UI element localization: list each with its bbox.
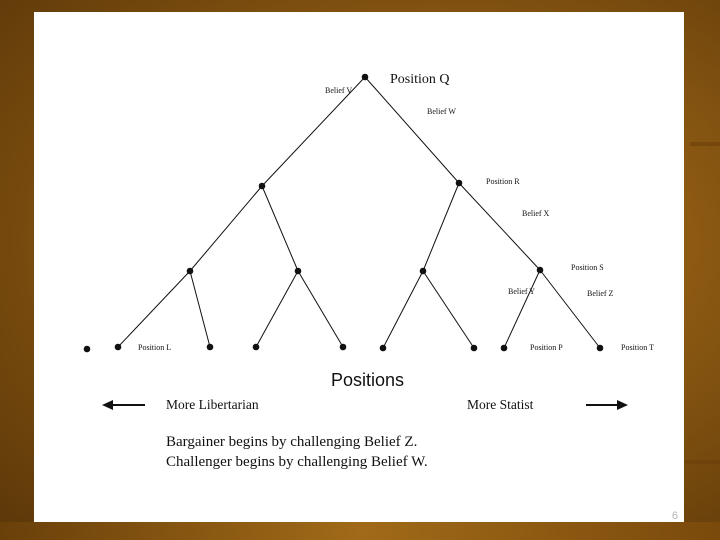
decorative-bar-bottom xyxy=(684,460,720,464)
node-leaf-i xyxy=(470,344,478,352)
right-arrowhead-icon xyxy=(617,400,628,410)
node-position-s xyxy=(536,266,544,274)
node-leaf-g xyxy=(339,343,347,351)
edge-b-l xyxy=(117,270,191,348)
edge-r-s xyxy=(458,182,541,271)
slide xyxy=(34,12,684,522)
node-position-t xyxy=(596,344,604,352)
edge-a-c xyxy=(261,185,299,272)
node-leaf-e xyxy=(206,343,214,351)
tree-edges xyxy=(117,76,601,349)
label-position-l: Position L xyxy=(138,343,171,352)
node-leaf-far-left xyxy=(83,345,91,353)
edge-q-left xyxy=(261,76,366,187)
bottom-decoration xyxy=(0,522,720,540)
tree-nodes xyxy=(83,73,604,353)
tree-labels: Position Q Belief V Belief W Position R … xyxy=(138,72,654,352)
node-position-q xyxy=(361,73,369,81)
node-level1-left xyxy=(258,182,266,190)
positions-axis-title: Positions xyxy=(331,370,404,390)
node-leaf-f xyxy=(252,343,260,351)
edge-q-r xyxy=(364,76,460,184)
node-leaf-h xyxy=(379,344,387,352)
edge-d-h xyxy=(382,270,424,349)
label-belief-y: Belief Y xyxy=(508,287,535,296)
edge-b-e xyxy=(189,270,211,348)
edge-a-b xyxy=(189,185,263,272)
label-position-p: Position P xyxy=(530,343,563,352)
decorative-bar-top xyxy=(690,142,720,146)
left-arrowhead-icon xyxy=(102,400,113,410)
edge-c-g xyxy=(297,270,344,348)
label-belief-x: Belief X xyxy=(522,209,550,218)
label-belief-w: Belief W xyxy=(427,107,456,116)
edge-c-f xyxy=(255,270,299,348)
label-belief-z: Belief Z xyxy=(587,289,614,298)
direction-axis: More Libertarian More Statist xyxy=(102,397,628,412)
label-more-libertarian: More Libertarian xyxy=(166,397,259,412)
slide-number: 6 xyxy=(671,510,678,522)
node-level2-b xyxy=(294,267,302,275)
label-position-t: Position T xyxy=(621,343,654,352)
note-challenger: Challenger begins by challenging Belief … xyxy=(166,454,428,470)
edge-d-i xyxy=(422,270,475,349)
edge-s-p xyxy=(503,269,541,349)
node-position-p xyxy=(500,344,508,352)
edge-s-t xyxy=(539,269,601,349)
label-position-s: Position S xyxy=(571,263,604,272)
label-position-q: Position Q xyxy=(390,72,450,87)
label-more-statist: More Statist xyxy=(467,397,534,412)
node-position-r xyxy=(455,179,463,187)
label-belief-v: Belief V xyxy=(325,86,352,95)
label-position-r: Position R xyxy=(486,177,520,186)
edge-r-d xyxy=(422,182,460,272)
node-level2-a xyxy=(186,267,194,275)
note-bargainer: Bargainer begins by challenging Belief Z… xyxy=(166,434,417,450)
node-level2-c xyxy=(419,267,427,275)
node-position-l xyxy=(114,343,122,351)
